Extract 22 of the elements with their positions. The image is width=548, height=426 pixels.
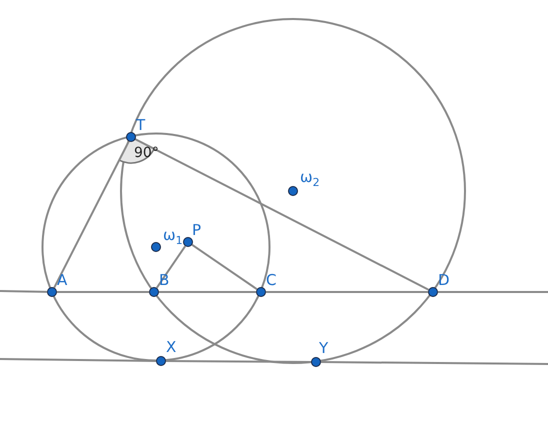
line-segment xyxy=(159,291,256,293)
point-label: P xyxy=(192,223,202,238)
line-segment xyxy=(156,246,186,288)
point-label: A xyxy=(57,273,68,288)
line-segment xyxy=(135,138,429,291)
line-segment xyxy=(57,291,149,293)
point-label: C xyxy=(266,273,276,288)
line-segment xyxy=(192,244,258,290)
line-segment xyxy=(321,361,548,365)
point-label: B xyxy=(159,273,170,288)
point-label: Y xyxy=(319,341,328,356)
line-segment xyxy=(53,141,130,288)
line-segment xyxy=(166,360,311,363)
point-label: X xyxy=(166,340,176,355)
line-segment xyxy=(0,290,48,293)
line-segment xyxy=(0,358,156,362)
point-label: ω$_{2}$ xyxy=(300,170,320,188)
point-label: T xyxy=(136,118,146,133)
point-label: ω$_{1}$ xyxy=(163,228,183,246)
line-segment xyxy=(438,291,548,293)
point-label: D xyxy=(438,273,450,288)
line-segment xyxy=(266,291,428,293)
